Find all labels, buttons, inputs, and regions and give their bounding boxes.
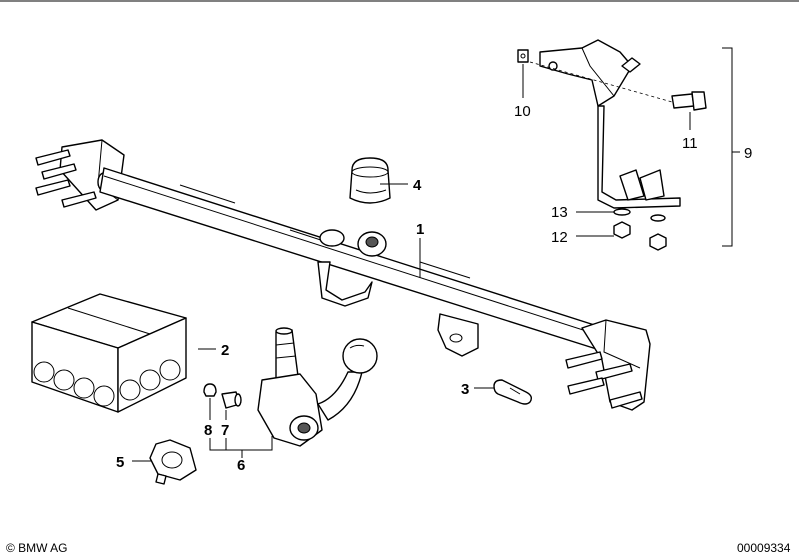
callout-13: 13	[551, 204, 568, 221]
socket-plug	[149, 439, 197, 485]
parts-box	[31, 293, 187, 413]
clip	[203, 383, 217, 397]
callout-7: 7	[221, 422, 229, 439]
support-bracket	[539, 39, 681, 209]
callout-6: 6	[237, 457, 245, 474]
diagram-id: 00009334	[737, 541, 791, 555]
callout-12: 12	[551, 229, 568, 246]
callout-8: 8	[204, 422, 212, 439]
callout-5: 5	[116, 454, 124, 471]
washers	[613, 208, 666, 222]
right-bolts	[565, 351, 643, 409]
group-bracket-9	[722, 47, 733, 247]
leader-lines	[132, 64, 740, 462]
callout-1: 1	[416, 221, 424, 238]
pin	[221, 391, 242, 409]
callout-2: 2	[221, 342, 229, 359]
ball-hook	[257, 327, 378, 447]
left-bolts	[35, 149, 97, 208]
callout-10: 10	[514, 103, 531, 120]
label-plate	[493, 379, 533, 405]
box-pattern	[33, 359, 181, 407]
tow-bar-crossmember	[35, 139, 651, 411]
rubber-cap	[349, 157, 391, 204]
callout-4: 4	[413, 177, 422, 194]
callout-11: 11	[682, 135, 698, 152]
copyright-text: © BMW AG	[6, 541, 68, 555]
callout-9: 9	[744, 145, 752, 162]
nuts	[613, 221, 667, 251]
nut-plate	[517, 49, 529, 63]
bolt	[529, 61, 707, 111]
callout-3: 3	[461, 381, 469, 398]
